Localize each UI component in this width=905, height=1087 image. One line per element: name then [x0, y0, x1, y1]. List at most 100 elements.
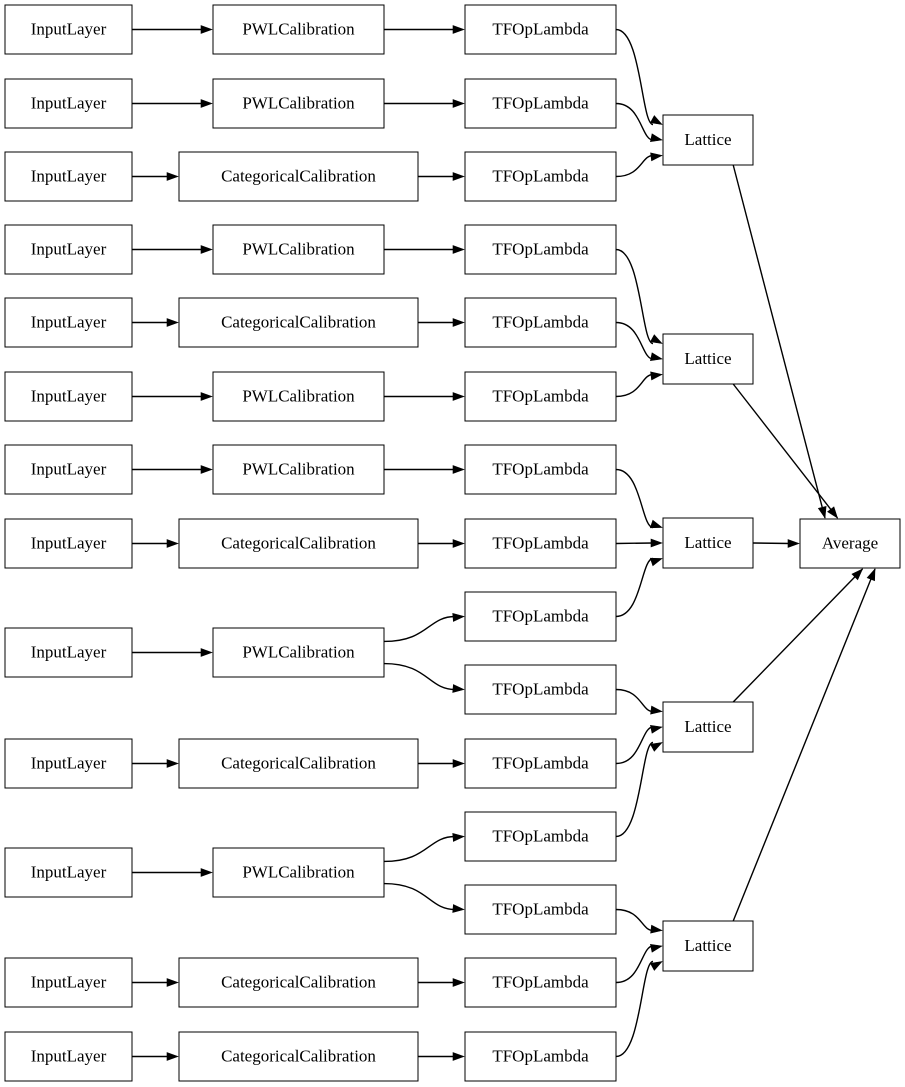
node-op10-tfop-lambda[interactable]: TFOpLambda — [464, 664, 617, 715]
edge-path — [383, 662, 456, 691]
node-op11-tfop-lambda[interactable]: TFOpLambda — [464, 738, 617, 789]
node-avg-average[interactable]: Average — [799, 518, 901, 569]
edge-arrowhead — [650, 371, 663, 381]
node-label: TFOpLambda — [492, 386, 589, 405]
node-op12-tfop-lambda[interactable]: TFOpLambda — [464, 811, 617, 862]
node-rect — [464, 811, 617, 862]
node-cal12-categorical-calibration[interactable]: CategoricalCalibration — [178, 957, 419, 1008]
node-in8-input-layer[interactable]: InputLayer — [4, 518, 133, 569]
node-in11-input-layer[interactable]: InputLayer — [4, 847, 133, 898]
edge-arrowhead — [166, 978, 179, 987]
node-op8-tfop-lambda[interactable]: TFOpLambda — [464, 518, 617, 569]
edge-path — [615, 28, 654, 126]
node-label: TFOpLambda — [492, 166, 589, 185]
edge-arrowhead — [166, 539, 179, 548]
node-in9-input-layer[interactable]: InputLayer — [4, 627, 133, 678]
edge-arrowhead — [452, 245, 465, 254]
node-in2-input-layer[interactable]: InputLayer — [4, 78, 133, 129]
node-rect — [4, 518, 133, 569]
edge-in13-to-cal13 — [132, 1052, 179, 1061]
node-in13-input-layer[interactable]: InputLayer — [4, 1031, 133, 1082]
node-cal2-pwlcalibration[interactable]: PWLCalibration — [212, 78, 385, 129]
edge-in1-to-cal1 — [132, 25, 213, 34]
edge-arrowhead — [452, 684, 465, 693]
node-lat3-lattice[interactable]: Lattice — [662, 517, 754, 569]
node-label: CategoricalCalibration — [221, 533, 376, 552]
node-cal5-categorical-calibration[interactable]: CategoricalCalibration — [178, 297, 419, 348]
node-in12-input-layer[interactable]: InputLayer — [4, 957, 133, 1008]
node-in3-input-layer[interactable]: InputLayer — [4, 151, 133, 202]
node-in6-input-layer[interactable]: InputLayer — [4, 371, 133, 422]
edge-arrowhead — [649, 557, 663, 567]
node-op15-tfop-lambda[interactable]: TFOpLambda — [464, 1031, 617, 1082]
edge-path — [615, 726, 654, 765]
edge-lat2-to-avg — [732, 383, 839, 519]
node-op9-tfop-lambda[interactable]: TFOpLambda — [464, 591, 617, 642]
node-op5-tfop-lambda[interactable]: TFOpLambda — [464, 297, 617, 348]
edge-arrowhead — [200, 245, 213, 254]
edge-op3-to-lat1 — [615, 152, 663, 178]
node-cal8-categorical-calibration[interactable]: CategoricalCalibration — [178, 518, 419, 569]
node-op6-tfop-lambda[interactable]: TFOpLambda — [464, 371, 617, 422]
node-op1-tfop-lambda[interactable]: TFOpLambda — [464, 4, 617, 55]
node-in4-input-layer[interactable]: InputLayer — [4, 224, 133, 275]
edge-arrowhead — [650, 133, 663, 142]
edge-path — [383, 835, 456, 863]
node-label: PWLCalibration — [242, 19, 355, 38]
node-cal10-categorical-calibration[interactable]: CategoricalCalibration — [178, 738, 419, 789]
edge-path — [732, 383, 839, 519]
edge-path — [732, 164, 826, 519]
node-label: InputLayer — [31, 19, 107, 38]
edge-cal10-to-op11 — [418, 759, 465, 768]
node-cal11-pwlcalibration[interactable]: PWLCalibration — [212, 847, 385, 898]
node-cal1-pwlcalibration[interactable]: PWLCalibration — [212, 4, 385, 55]
node-rect — [464, 591, 617, 642]
edge-arrowhead — [650, 152, 663, 162]
node-label: CategoricalCalibration — [221, 972, 376, 991]
node-lat4-lattice[interactable]: Lattice — [662, 701, 754, 753]
node-op4-tfop-lambda[interactable]: TFOpLambda — [464, 224, 617, 275]
node-rect — [178, 738, 419, 789]
edge-path — [615, 468, 654, 529]
node-label: TFOpLambda — [492, 459, 589, 478]
edge-in8-to-cal8 — [132, 539, 179, 548]
node-label: CategoricalCalibration — [221, 753, 376, 772]
edge-arrowhead — [650, 725, 663, 734]
node-cal9-pwlcalibration[interactable]: PWLCalibration — [212, 627, 385, 678]
edge-op5-to-lat2 — [615, 321, 663, 361]
edge-path — [615, 373, 654, 398]
node-rect — [662, 920, 754, 972]
node-label: TFOpLambda — [492, 972, 589, 991]
node-op7-tfop-lambda[interactable]: TFOpLambda — [464, 444, 617, 495]
node-label: InputLayer — [31, 459, 107, 478]
node-label: TFOpLambda — [492, 239, 589, 258]
node-lat5-lattice[interactable]: Lattice — [662, 920, 754, 972]
node-cal6-pwlcalibration[interactable]: PWLCalibration — [212, 371, 385, 422]
node-cal7-pwlcalibration[interactable]: PWLCalibration — [212, 444, 385, 495]
node-cal4-pwlcalibration[interactable]: PWLCalibration — [212, 224, 385, 275]
edge-arrowhead — [452, 1052, 465, 1061]
node-op14-tfop-lambda[interactable]: TFOpLambda — [464, 957, 617, 1008]
node-rect — [178, 518, 419, 569]
node-label: InputLayer — [31, 239, 107, 258]
node-in7-input-layer[interactable]: InputLayer — [4, 444, 133, 495]
edge-cal11-to-op13 — [383, 882, 465, 913]
node-in5-input-layer[interactable]: InputLayer — [4, 297, 133, 348]
node-in10-input-layer[interactable]: InputLayer — [4, 738, 133, 789]
edge-op13-to-lat5 — [615, 908, 663, 934]
node-op13-tfop-lambda[interactable]: TFOpLambda — [464, 884, 617, 935]
node-in1-input-layer[interactable]: InputLayer — [4, 4, 133, 55]
node-label: TFOpLambda — [492, 19, 589, 38]
node-op2-tfop-lambda[interactable]: TFOpLambda — [464, 78, 617, 129]
node-op3-tfop-lambda[interactable]: TFOpLambda — [464, 151, 617, 202]
node-cal13-categorical-calibration[interactable]: CategoricalCalibration — [178, 1031, 419, 1082]
node-lat2-lattice[interactable]: Lattice — [662, 333, 754, 385]
edge-arrowhead — [452, 833, 465, 842]
node-lat1-lattice[interactable]: Lattice — [662, 114, 754, 166]
node-cal3-categorical-calibration[interactable]: CategoricalCalibration — [178, 151, 419, 202]
node-label: CategoricalCalibration — [221, 1046, 376, 1065]
node-label: InputLayer — [31, 166, 107, 185]
edge-op9-to-lat3 — [615, 557, 663, 618]
node-rect — [4, 738, 133, 789]
edge-path — [383, 615, 456, 643]
